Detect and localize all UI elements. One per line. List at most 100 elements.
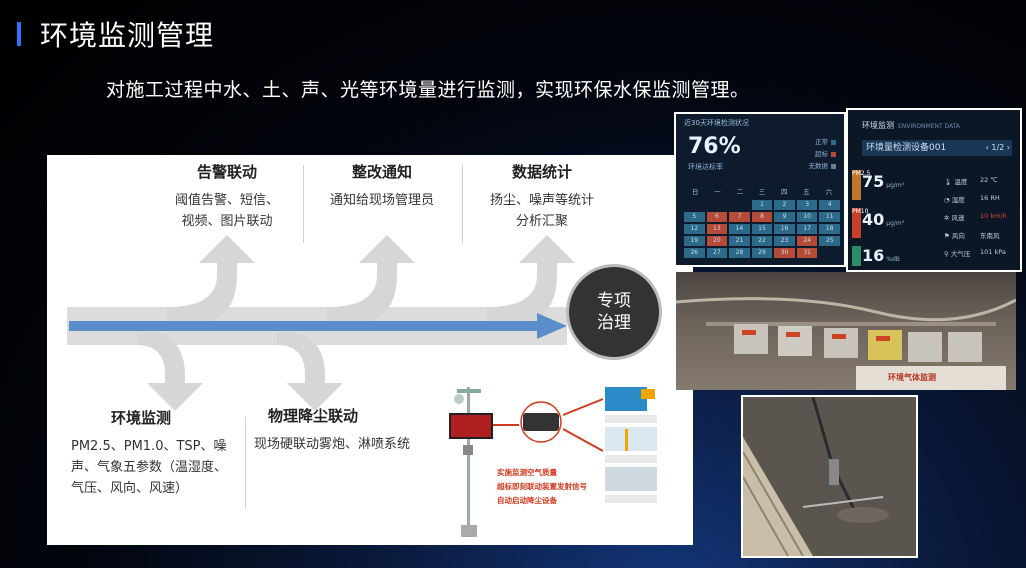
calendar-day: 26 bbox=[684, 248, 705, 258]
system-label-1: 实施监测空气质量 bbox=[497, 467, 557, 478]
dust-linkage-line: 现场硬联动雾炮、淋喷系统 bbox=[254, 434, 444, 455]
calendar-day bbox=[684, 200, 705, 210]
calendar-day: 1 bbox=[752, 200, 773, 210]
divider bbox=[303, 165, 304, 243]
alarm-linkage-line: 阈值告警、短信、 bbox=[142, 190, 312, 211]
calendar-day: 4 bbox=[819, 200, 840, 210]
calendar-day: 8 bbox=[752, 212, 773, 222]
calendar-day: 17 bbox=[797, 224, 818, 234]
sensor-photo-graphic bbox=[676, 272, 1016, 390]
calendar-day: 21 bbox=[729, 236, 750, 246]
weekday-label: 一 bbox=[706, 186, 728, 196]
calendar-day: 30 bbox=[774, 248, 795, 258]
sensor-sign: 环境气体监测 bbox=[888, 372, 936, 383]
calendar-day: 28 bbox=[729, 248, 750, 258]
system-graphic bbox=[445, 385, 685, 540]
weekday-label: 日 bbox=[684, 186, 706, 196]
calendar-day: 16 bbox=[774, 224, 795, 234]
calendar-day: 9 bbox=[774, 212, 795, 222]
system-label-3: 自动启动降尘设备 bbox=[497, 495, 557, 506]
rectify-notice-line: 通知给现场管理员 bbox=[307, 190, 457, 211]
data-stats-line: 扬尘、噪声等统计 bbox=[467, 190, 617, 211]
divider bbox=[462, 165, 463, 243]
env-monitor-line: 气压、风向、风速） bbox=[71, 478, 251, 499]
weekday-label: 三 bbox=[751, 186, 773, 196]
pm25-tag: PM2.5 bbox=[852, 170, 861, 200]
weekday-label: 五 bbox=[795, 186, 817, 196]
center-line-2: 治理 bbox=[597, 312, 631, 334]
noise-value: 16%dB bbox=[862, 246, 900, 265]
env-monitor-heading: 环境监测 bbox=[47, 407, 251, 428]
data-stats-line: 分析汇聚 bbox=[467, 211, 617, 232]
calendar-day: 19 bbox=[684, 236, 705, 246]
calendar-day: 29 bbox=[752, 248, 773, 258]
weekday-label: 六 bbox=[818, 186, 840, 196]
param-wind-dir: ⚑ 风向东南风 bbox=[944, 230, 1020, 240]
title-accent-bar bbox=[17, 22, 21, 46]
calendar-day: 11 bbox=[819, 212, 840, 222]
calendar-day: 3 bbox=[797, 200, 818, 210]
noise-tag bbox=[852, 246, 861, 266]
alarm-linkage-line: 视频、图片联动 bbox=[142, 211, 312, 232]
calendar-day: 22 bbox=[752, 236, 773, 246]
dust-system-illustration: 实施监测空气质量 超标即刻联动装置发射信号 自动启动降尘设备 bbox=[445, 385, 685, 540]
pm10-tag: PM10 bbox=[852, 208, 861, 238]
compliance-percent: 76% bbox=[688, 134, 741, 159]
calendar-day: 23 bbox=[774, 236, 795, 246]
calendar-day bbox=[729, 200, 750, 210]
calendar-day: 15 bbox=[752, 224, 773, 234]
system-label-2: 超标即刻联动装置发射信号 bbox=[497, 481, 587, 492]
calendar-day: 13 bbox=[707, 224, 728, 234]
special-governance-circle: 专项 治理 bbox=[569, 267, 659, 357]
calendar-day: 31 bbox=[797, 248, 818, 258]
calendar-day: 14 bbox=[729, 224, 750, 234]
env-monitor-block: 环境监测 PM2.5、PM1.0、TSP、噪 声、气象五参数（温湿度、 气压、风… bbox=[71, 407, 251, 499]
rectify-notice-block: 整改通知 通知给现场管理员 bbox=[307, 161, 457, 211]
legend-normal: 正常 bbox=[815, 136, 836, 146]
calendar-day: 25 bbox=[819, 236, 840, 246]
calendar-day bbox=[819, 248, 840, 258]
dust-linkage-heading: 物理降尘联动 bbox=[268, 405, 444, 426]
data-stats-block: 数据统计 扬尘、噪声等统计 分析汇聚 bbox=[467, 161, 617, 232]
alarm-linkage-block: 告警联动 阈值告警、短信、 视频、图片联动 bbox=[142, 161, 312, 232]
dust-linkage-block: 物理降尘联动 现场硬联动雾炮、淋喷系统 bbox=[254, 405, 444, 455]
weekday-row: 日一二三四五六 bbox=[684, 186, 840, 196]
calendar-header: 近30天环境检测状况 bbox=[684, 118, 749, 128]
sensor-photo: 环境气体监测 bbox=[676, 272, 1016, 390]
data-stats-heading: 数据统计 bbox=[467, 161, 617, 182]
weekday-label: 四 bbox=[773, 186, 795, 196]
param-pressure: ⚲ 大气压101 kPa bbox=[944, 248, 1020, 258]
device-pager[interactable]: ‹ 1/2 › bbox=[986, 143, 1010, 152]
calendar-day: 6 bbox=[707, 212, 728, 222]
calendar-status-panel: 近30天环境检测状况 76% 环境达标率 正常 超标 无数据 日一二三四五六 1… bbox=[674, 112, 846, 267]
calendar-day: 12 bbox=[684, 224, 705, 234]
calendar-day bbox=[707, 200, 728, 210]
center-line-1: 专项 bbox=[597, 290, 631, 312]
calendar-day: 20 bbox=[707, 236, 728, 246]
weekday-label: 二 bbox=[729, 186, 751, 196]
legend-nodata: 无数据 bbox=[809, 160, 837, 170]
calendar-day: 24 bbox=[797, 236, 818, 246]
calendar-day: 10 bbox=[797, 212, 818, 222]
page-subtitle: 对施工过程中水、土、声、光等环境量进行监测，实现环保水保监测管理。 bbox=[106, 75, 750, 102]
rectify-notice-heading: 整改通知 bbox=[307, 161, 457, 182]
page-title: 环境监测管理 bbox=[40, 14, 214, 54]
calendar-day: 27 bbox=[707, 248, 728, 258]
calendar-day: 18 bbox=[819, 224, 840, 234]
water-sensor-graphic bbox=[743, 397, 916, 556]
calendar-day: 7 bbox=[729, 212, 750, 222]
calendar-day: 2 bbox=[774, 200, 795, 210]
divider bbox=[245, 417, 246, 509]
alarm-linkage-heading: 告警联动 bbox=[142, 161, 312, 182]
legend-exceed: 超标 bbox=[815, 148, 836, 158]
compliance-label: 环境达标率 bbox=[688, 162, 723, 172]
